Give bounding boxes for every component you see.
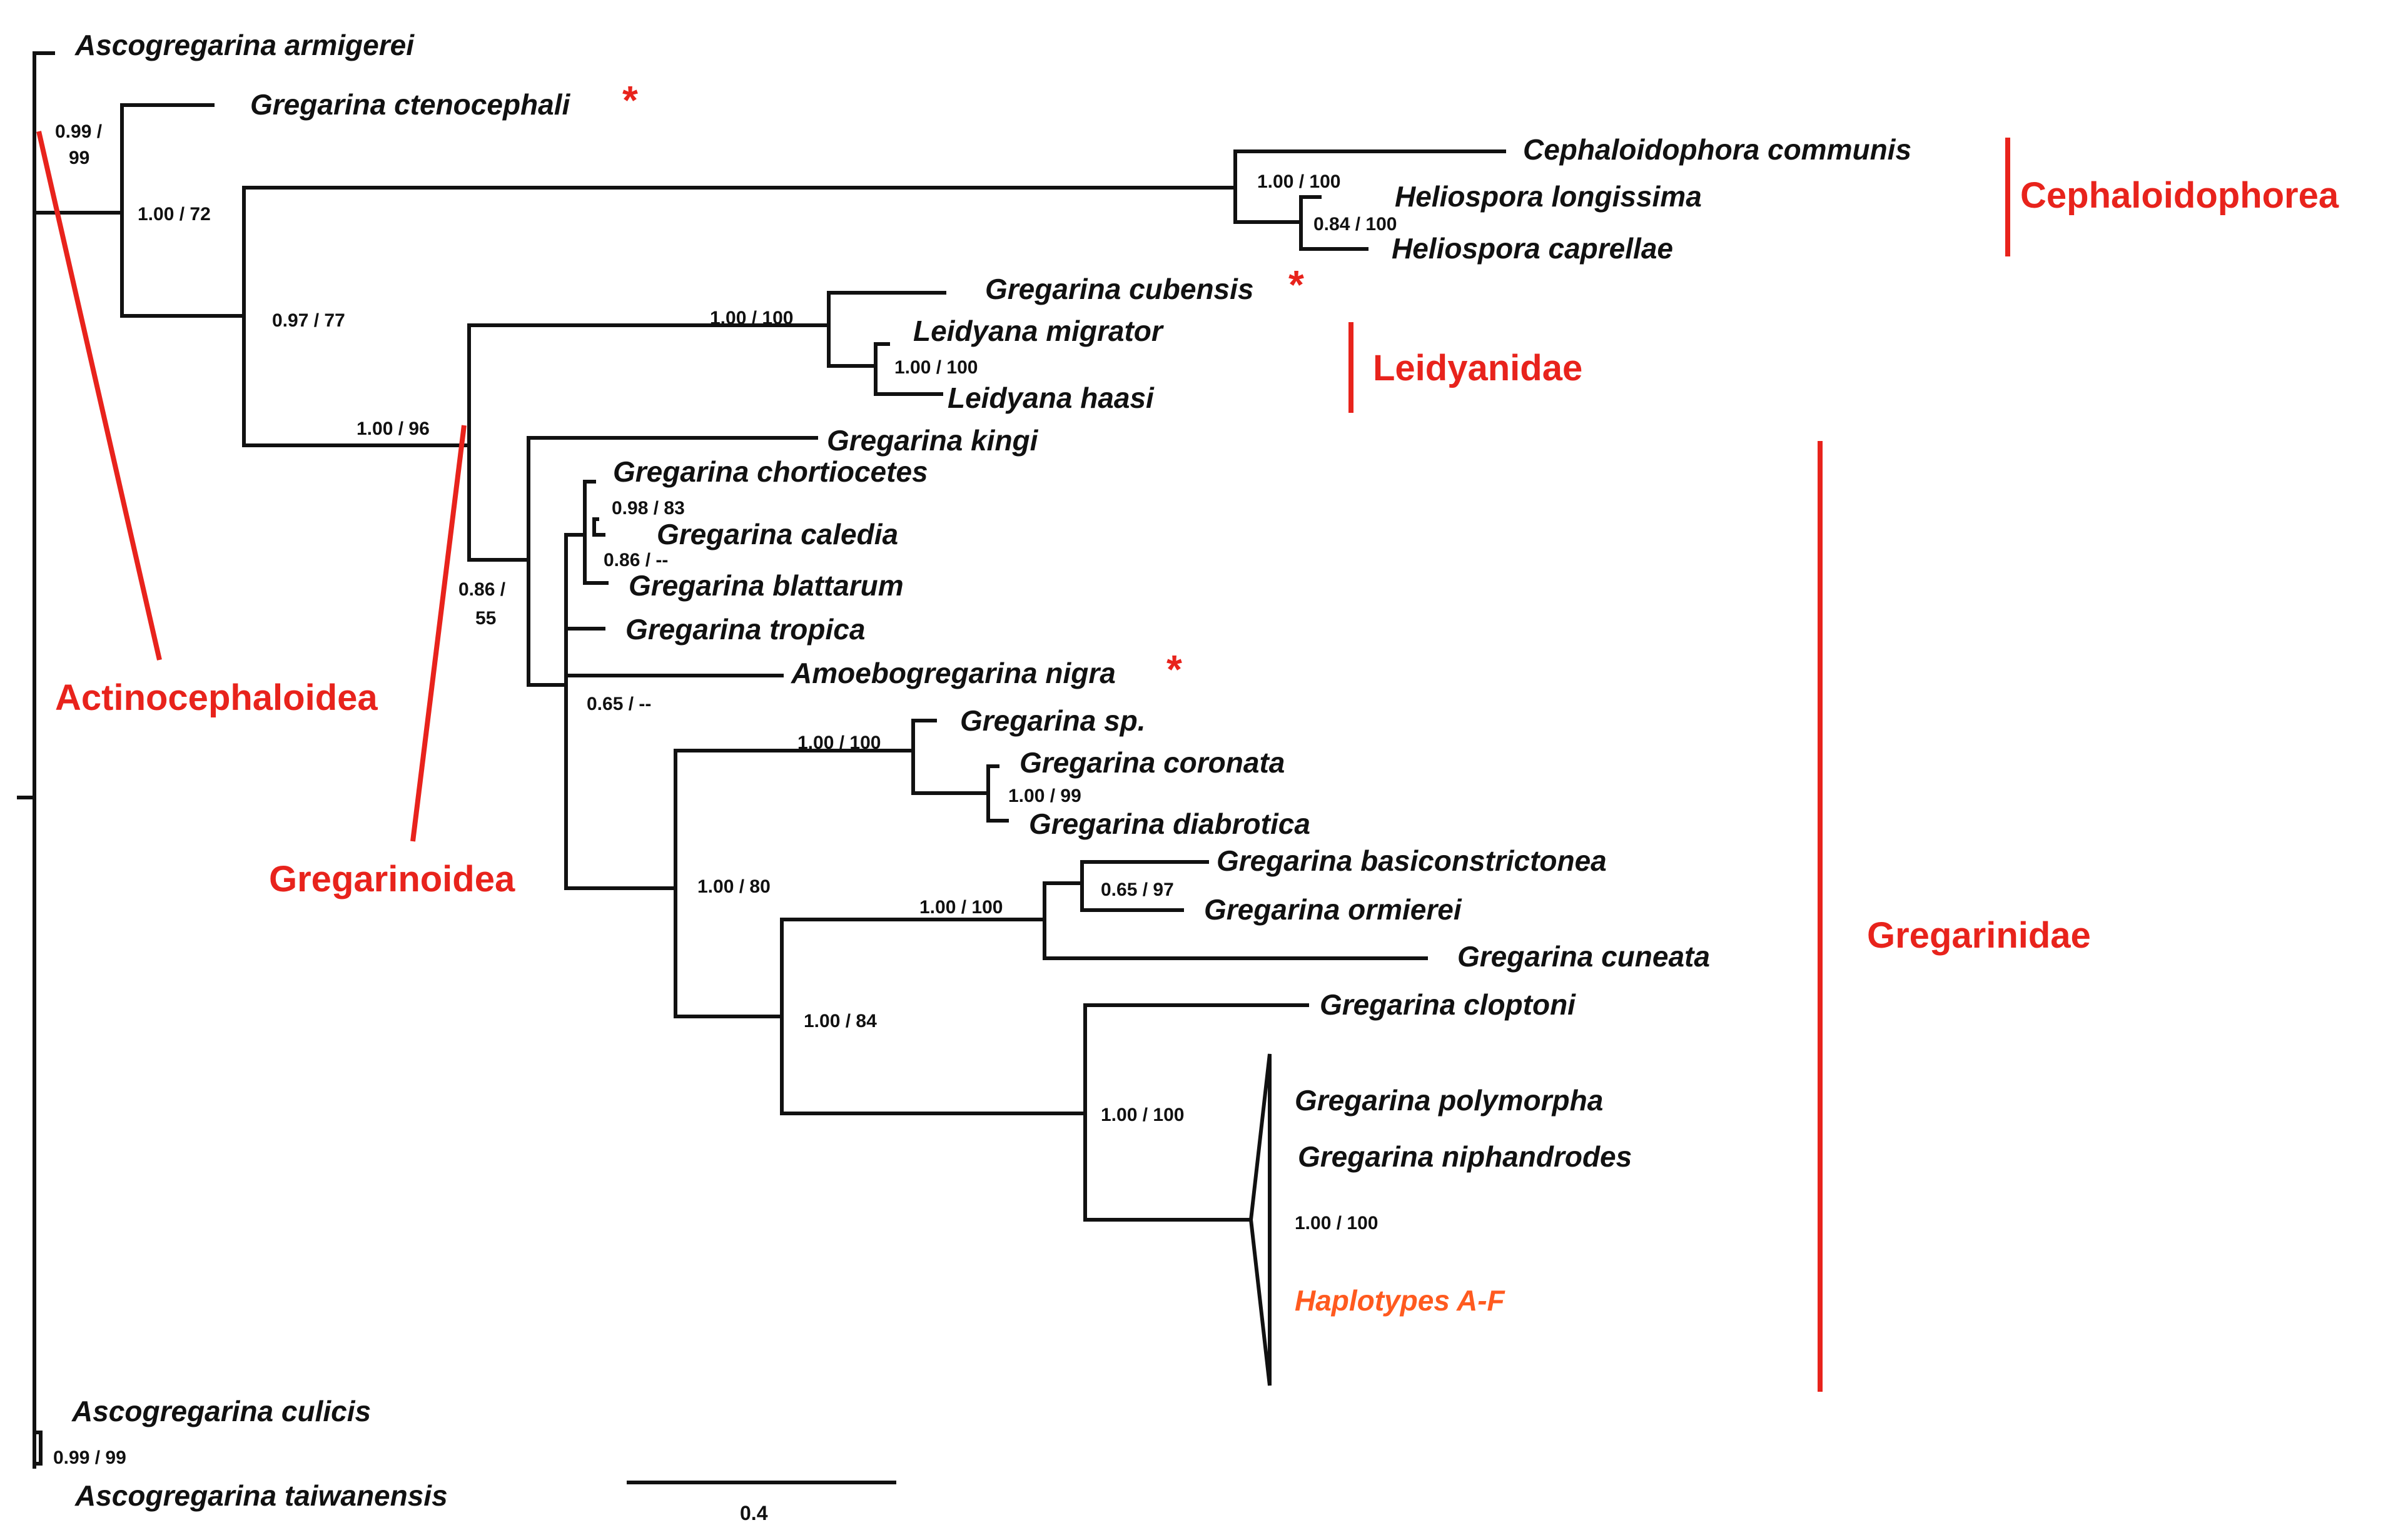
taxon-polymorpha: Gregarina polymorpha xyxy=(1295,1084,1603,1117)
node-097-77 xyxy=(242,186,1237,447)
support-leidyana-clade: 1.00 / 100 xyxy=(710,308,793,328)
node-heliospora xyxy=(1299,195,1369,251)
node-greg-all xyxy=(467,323,831,562)
support-heliospora: 0.84 / 100 xyxy=(1313,214,1397,235)
support-polymorpha: 1.00 / 100 xyxy=(1101,1105,1184,1125)
node-100-84 xyxy=(780,918,1087,1115)
taxon-armigerei: Ascogregarina armigerei xyxy=(74,29,415,61)
taxon-haplotypes: Haplotypes A-F xyxy=(1295,1284,1506,1317)
support-100-84: 1.00 / 84 xyxy=(804,1011,877,1031)
support-leidyana: 1.00 / 100 xyxy=(894,357,978,378)
node-leidyana-clade xyxy=(827,291,946,368)
clade-cephaloidophorea: Cephaloidophorea xyxy=(2020,175,2339,216)
clade-markers xyxy=(36,131,2010,1392)
root-stem xyxy=(17,51,36,1469)
taxon-longissima: Heliospora longissima xyxy=(1395,180,1702,213)
tree-branches xyxy=(17,51,1506,1484)
taxon-diabrotica: Gregarina diabrotica xyxy=(1029,808,1310,840)
node-polymorpha xyxy=(1083,1003,1309,1222)
clade-gregarinoidea: Gregarinoidea xyxy=(269,859,515,899)
support-basiconstrictonea: 0.65 / 97 xyxy=(1101,879,1174,900)
support-086-b: 55 xyxy=(475,608,496,629)
taxon-culicis: Ascogregarina culicis xyxy=(71,1395,371,1427)
taxon-ormierei: Gregarina ormierei xyxy=(1204,893,1462,926)
node-100-72 xyxy=(120,103,246,318)
support-haplotypes: 1.00 / 100 xyxy=(1295,1213,1378,1234)
scale-bar-label: 0.4 xyxy=(740,1502,768,1524)
node-basiconstrictonea xyxy=(1080,860,1209,912)
taxon-basiconstrictonea: Gregarina basiconstrictonea xyxy=(1217,844,1607,877)
clade-leidyanidae: Leidyanidae xyxy=(1373,348,1582,388)
support-097-77: 0.97 / 77 xyxy=(272,310,345,331)
pointer-actinocephaloidea xyxy=(36,131,162,661)
taxon-taiwanensis: Ascogregarina taiwanensis xyxy=(74,1479,448,1512)
support-chortiocetes: 0.98 / 83 xyxy=(612,498,685,519)
collapsed-clade-triangle xyxy=(1248,1053,1272,1386)
taxon-ctenocephali: Gregarina ctenocephali xyxy=(250,88,570,121)
taxon-tropica: Gregarina tropica xyxy=(625,613,865,646)
node-polytomy xyxy=(564,533,784,890)
taxon-chortiocetes: Gregarina chortiocetes xyxy=(613,455,928,488)
taxon-gregarina-sp: Gregarina sp. xyxy=(960,704,1146,737)
support-greg-all: 1.00 / 96 xyxy=(357,418,430,439)
support-ascogregarina: 0.99 / 99 xyxy=(53,1447,126,1468)
support-basi-clade: 1.00 / 100 xyxy=(919,897,1003,918)
taxon-cloptoni: Gregarina cloptoni xyxy=(1320,988,1576,1021)
taxon-caprellae: Heliospora caprellae xyxy=(1392,232,1673,265)
taxon-blattarum: Gregarina blattarum xyxy=(629,569,904,602)
taxon-migrator: Leidyana migrator xyxy=(913,315,1164,347)
taxon-kingi: Gregarina kingi xyxy=(827,424,1039,457)
node-ascogregarina xyxy=(33,1431,43,1466)
support-gregarina-sp-clade: 1.00 / 100 xyxy=(797,732,881,753)
support-nigra: 0.65 / -- xyxy=(587,694,651,714)
node-coronata xyxy=(986,764,1009,823)
taxon-cubensis: Gregarina cubensis xyxy=(985,273,1254,305)
pointer-gregarinoidea xyxy=(410,425,467,842)
taxon-nigra: Amoebogregarina nigra xyxy=(791,657,1116,689)
support-cephaloidophorea: 1.00 / 100 xyxy=(1257,171,1340,192)
support-coronata: 1.00 / 99 xyxy=(1008,786,1081,806)
support-caledia: 0.86 / -- xyxy=(604,550,668,570)
clade-actinocephaloidea: Actinocephaloidea xyxy=(55,677,378,718)
node-basi-clade xyxy=(1043,881,1428,960)
node-086-55 xyxy=(527,436,818,687)
node-caledia xyxy=(592,517,605,537)
taxon-niphandrodes: Gregarina niphandrodes xyxy=(1298,1140,1632,1173)
asterisk-nigra: * xyxy=(1166,647,1182,692)
node-leidyana xyxy=(874,342,943,396)
taxon-communis: Cephaloidophora communis xyxy=(1523,133,1911,166)
clade-gregarinidae: Gregarinidae xyxy=(1867,915,2091,956)
support-root-a: 0.99 / xyxy=(55,121,103,142)
node-chortiocetes xyxy=(583,480,609,585)
asterisk-cubensis: * xyxy=(1288,262,1304,307)
asterisk-ctenocephali: * xyxy=(622,78,638,123)
clade-labels: Cephaloidophorea Leidyanidae Gregarinida… xyxy=(55,175,2339,956)
taxon-labels: Ascogregarina armigerei Gregarina ctenoc… xyxy=(71,29,1911,1512)
node-100-80 xyxy=(674,749,915,1018)
taxon-haasi: Leidyana haasi xyxy=(948,382,1155,414)
support-100-80: 1.00 / 80 xyxy=(697,876,771,897)
support-100-72: 1.00 / 72 xyxy=(138,204,211,225)
taxon-caledia: Gregarina caledia xyxy=(657,518,898,550)
taxon-coronata: Gregarina coronata xyxy=(1019,746,1285,779)
node-gregarina-sp xyxy=(911,719,990,795)
support-086-a: 0.86 / xyxy=(458,579,506,600)
node-cephaloidophorea xyxy=(1233,149,1506,224)
support-root-b: 99 xyxy=(69,148,89,168)
taxon-cuneata: Gregarina cuneata xyxy=(1457,940,1710,973)
support-values: 0.99 / 99 1.00 / 72 0.97 / 77 1.00 / 100… xyxy=(53,121,1397,1468)
